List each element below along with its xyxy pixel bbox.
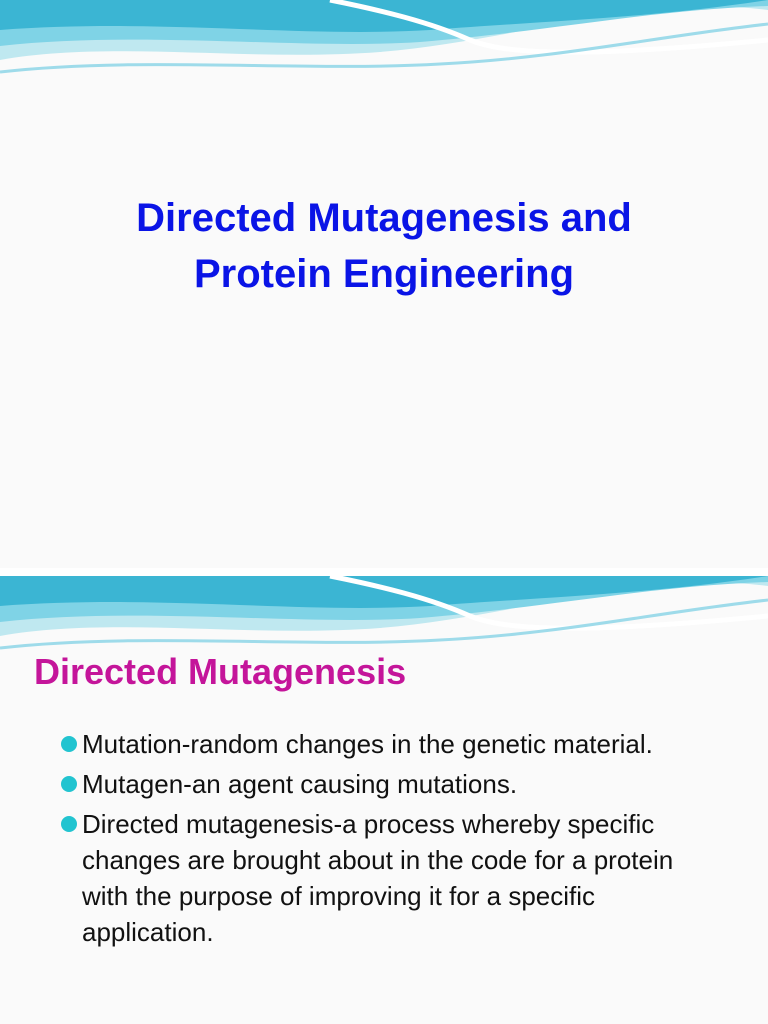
bullet-item: Directed mutagenesis-a process whereby s… [60, 806, 700, 950]
slide-heading: Directed Mutagenesis [34, 651, 407, 692]
bullet-text: Directed mutagenesis-a process whereby s… [82, 809, 674, 947]
title-line-2: Protein Engineering [193, 252, 575, 296]
bullet-dot-icon [61, 736, 77, 752]
bullet-dot-icon [61, 776, 77, 792]
bullet-item: Mutagen-an agent causing mutations. [60, 766, 700, 802]
bullet-dot-icon [61, 816, 77, 832]
bullet-text: Mutation-random changes in the genetic m… [82, 729, 653, 759]
slide-title: Directed Mutagenesis and Protein Enginee… [40, 190, 728, 302]
title-line-1: Directed Mutagenesis and [136, 196, 632, 240]
header-wave-decoration [0, 576, 768, 650]
content-slide: Directed Mutagenesis Mutation-random cha… [0, 576, 768, 1024]
slide-separator [0, 568, 768, 576]
bullet-list: Mutation-random changes in the genetic m… [60, 726, 700, 954]
header-wave-decoration [0, 0, 768, 74]
title-slide: Directed Mutagenesis and Protein Enginee… [0, 0, 768, 302]
bullet-item: Mutation-random changes in the genetic m… [60, 726, 700, 762]
bullet-text: Mutagen-an agent causing mutations. [82, 769, 518, 799]
